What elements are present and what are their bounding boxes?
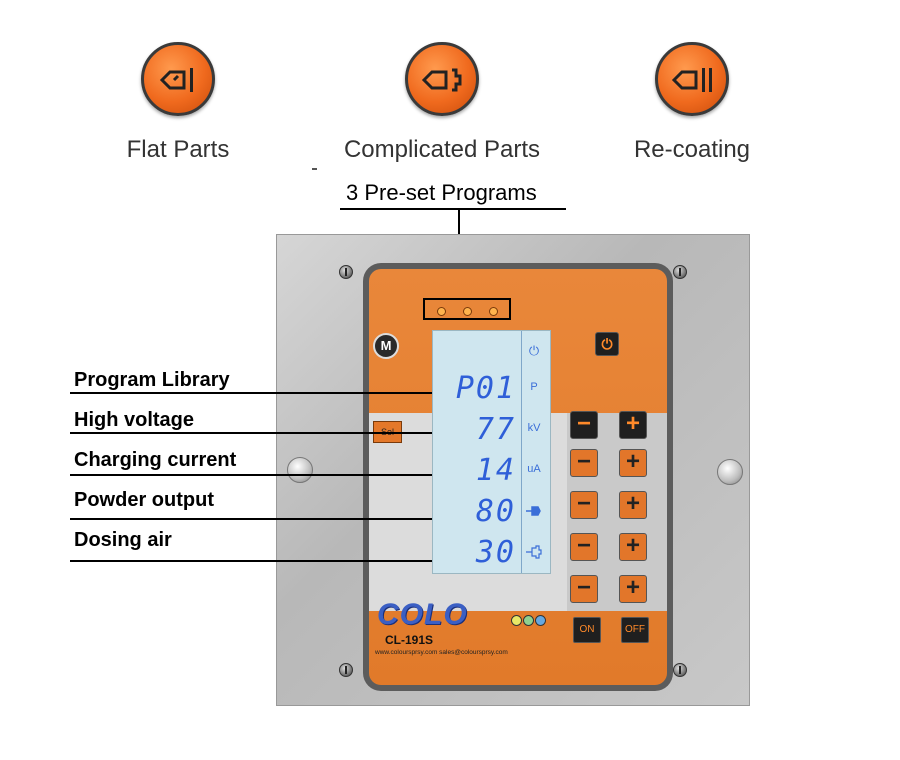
program-flat-parts: Flat Parts: [58, 42, 298, 172]
model-number: CL-191S: [385, 633, 434, 647]
status-led: [511, 615, 522, 626]
power-button[interactable]: ⏻: [595, 332, 619, 356]
program-plus-button[interactable]: +: [619, 411, 647, 439]
divider-mark: [312, 168, 317, 170]
lcd-voltage-row: 77 kV: [433, 414, 550, 446]
current-unit: uA: [527, 463, 541, 475]
program-led: [489, 307, 498, 316]
leader-line: [70, 474, 432, 476]
program-complicated-parts: Complicated Parts: [322, 42, 562, 172]
current-plus-button[interactable]: +: [619, 491, 647, 519]
air-value: 30: [475, 535, 516, 570]
screw-icon: [339, 265, 353, 279]
label-charging-current: Charging current: [74, 449, 237, 471]
contact-info: www.coloursprsy.com sales@coloursprsy.co…: [375, 649, 508, 656]
powder-icon: [526, 506, 541, 516]
power-icon: ⏻: [528, 343, 540, 358]
on-button[interactable]: ON: [573, 617, 601, 643]
lcd-current-row: 14 uA: [433, 455, 550, 487]
label-powder-output: Powder output: [74, 489, 214, 511]
current-value: 14: [475, 453, 516, 488]
air-plus-button[interactable]: +: [619, 575, 647, 603]
program-label: Complicated Parts: [343, 136, 541, 163]
label-program-library: Program Library: [74, 369, 230, 391]
controller-device: ⏻ − + − + − + − + − + M Sel ⏻ P01 P 77 k…: [276, 234, 750, 706]
voltage-unit: kV: [527, 422, 541, 434]
lcd-separator: [521, 331, 522, 573]
leader-line: [70, 518, 432, 520]
label-high-voltage: High voltage: [74, 409, 195, 431]
lcd-powder-row: 80: [433, 496, 550, 528]
program-unit: P: [530, 381, 538, 393]
program-led: [463, 307, 472, 316]
flat-parts-icon: [141, 42, 215, 116]
m-button[interactable]: M: [373, 333, 399, 359]
status-led: [535, 615, 546, 626]
program-minus-button[interactable]: −: [570, 411, 598, 439]
current-minus-button[interactable]: −: [570, 491, 598, 519]
program-led: [437, 307, 446, 316]
voltage-plus-button[interactable]: +: [619, 449, 647, 477]
powder-minus-button[interactable]: −: [570, 533, 598, 561]
program-label: Re-coating: [633, 136, 751, 163]
preset-program-leds: [423, 298, 511, 320]
screw-icon: [673, 663, 687, 677]
screw-icon: [339, 663, 353, 677]
screw-icon: [673, 265, 687, 279]
leader-line: [70, 432, 432, 434]
mount-knob: [287, 457, 313, 483]
air-minus-button[interactable]: −: [570, 575, 598, 603]
lcd-air-row: 30: [433, 537, 550, 569]
preset-underline: [340, 208, 566, 210]
re-coating-icon: [655, 42, 729, 116]
off-button[interactable]: OFF: [621, 617, 649, 643]
program-re-coating: Re-coating: [572, 42, 812, 172]
lcd-program-row: P01 P: [433, 373, 550, 405]
voltage-minus-button[interactable]: −: [570, 449, 598, 477]
program-label: Flat Parts: [126, 136, 230, 163]
program-value: P01: [455, 371, 516, 406]
preset-programs-title: 3 Pre-set Programs: [346, 180, 537, 205]
powder-plus-button[interactable]: +: [619, 533, 647, 561]
voltage-value: 77: [475, 412, 516, 447]
status-led: [523, 615, 534, 626]
lcd-display: ⏻ P01 P 77 kV 14 uA 80 30: [432, 330, 551, 574]
complicated-parts-icon: [405, 42, 479, 116]
leader-line: [70, 560, 432, 562]
powder-value: 80: [475, 494, 516, 529]
brand-logo: COLO: [377, 598, 468, 631]
leader-line: [70, 392, 432, 394]
air-icon: [526, 545, 542, 559]
label-dosing-air: Dosing air: [74, 529, 172, 551]
mount-knob: [717, 459, 743, 485]
lcd-power-row: ⏻: [433, 335, 550, 367]
